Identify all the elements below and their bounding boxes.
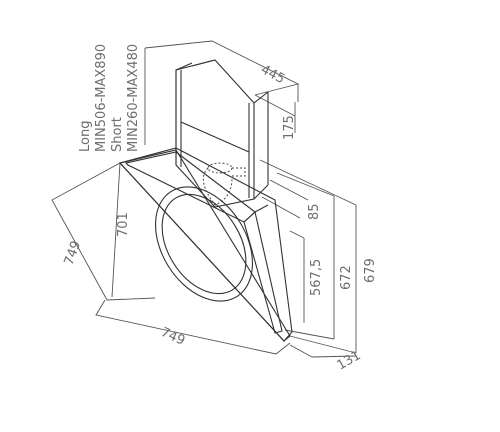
label-long: Long [78,121,93,152]
dim-85: 85 [307,203,322,220]
label-long-range: MIN506-MAX890 [94,44,109,152]
dim-175: 175 [282,115,297,140]
dim-567-5: 567,5 [309,259,324,296]
dim-749-bottom: 749 [158,325,187,349]
hood-body [118,147,293,342]
label-short: Short [110,117,125,152]
dimension-lines [51,40,357,358]
dim-672: 672 [339,265,354,290]
chimney [175,59,269,208]
dim-679: 679 [363,258,378,283]
label-short-range: MIN260-MAX480 [126,44,141,152]
dim-701: 701 [116,212,131,237]
dim-131: 131 [335,348,364,373]
dim-749-left: 749 [62,239,85,267]
internal-fittings [202,162,246,206]
dim-445: 445 [258,62,287,87]
